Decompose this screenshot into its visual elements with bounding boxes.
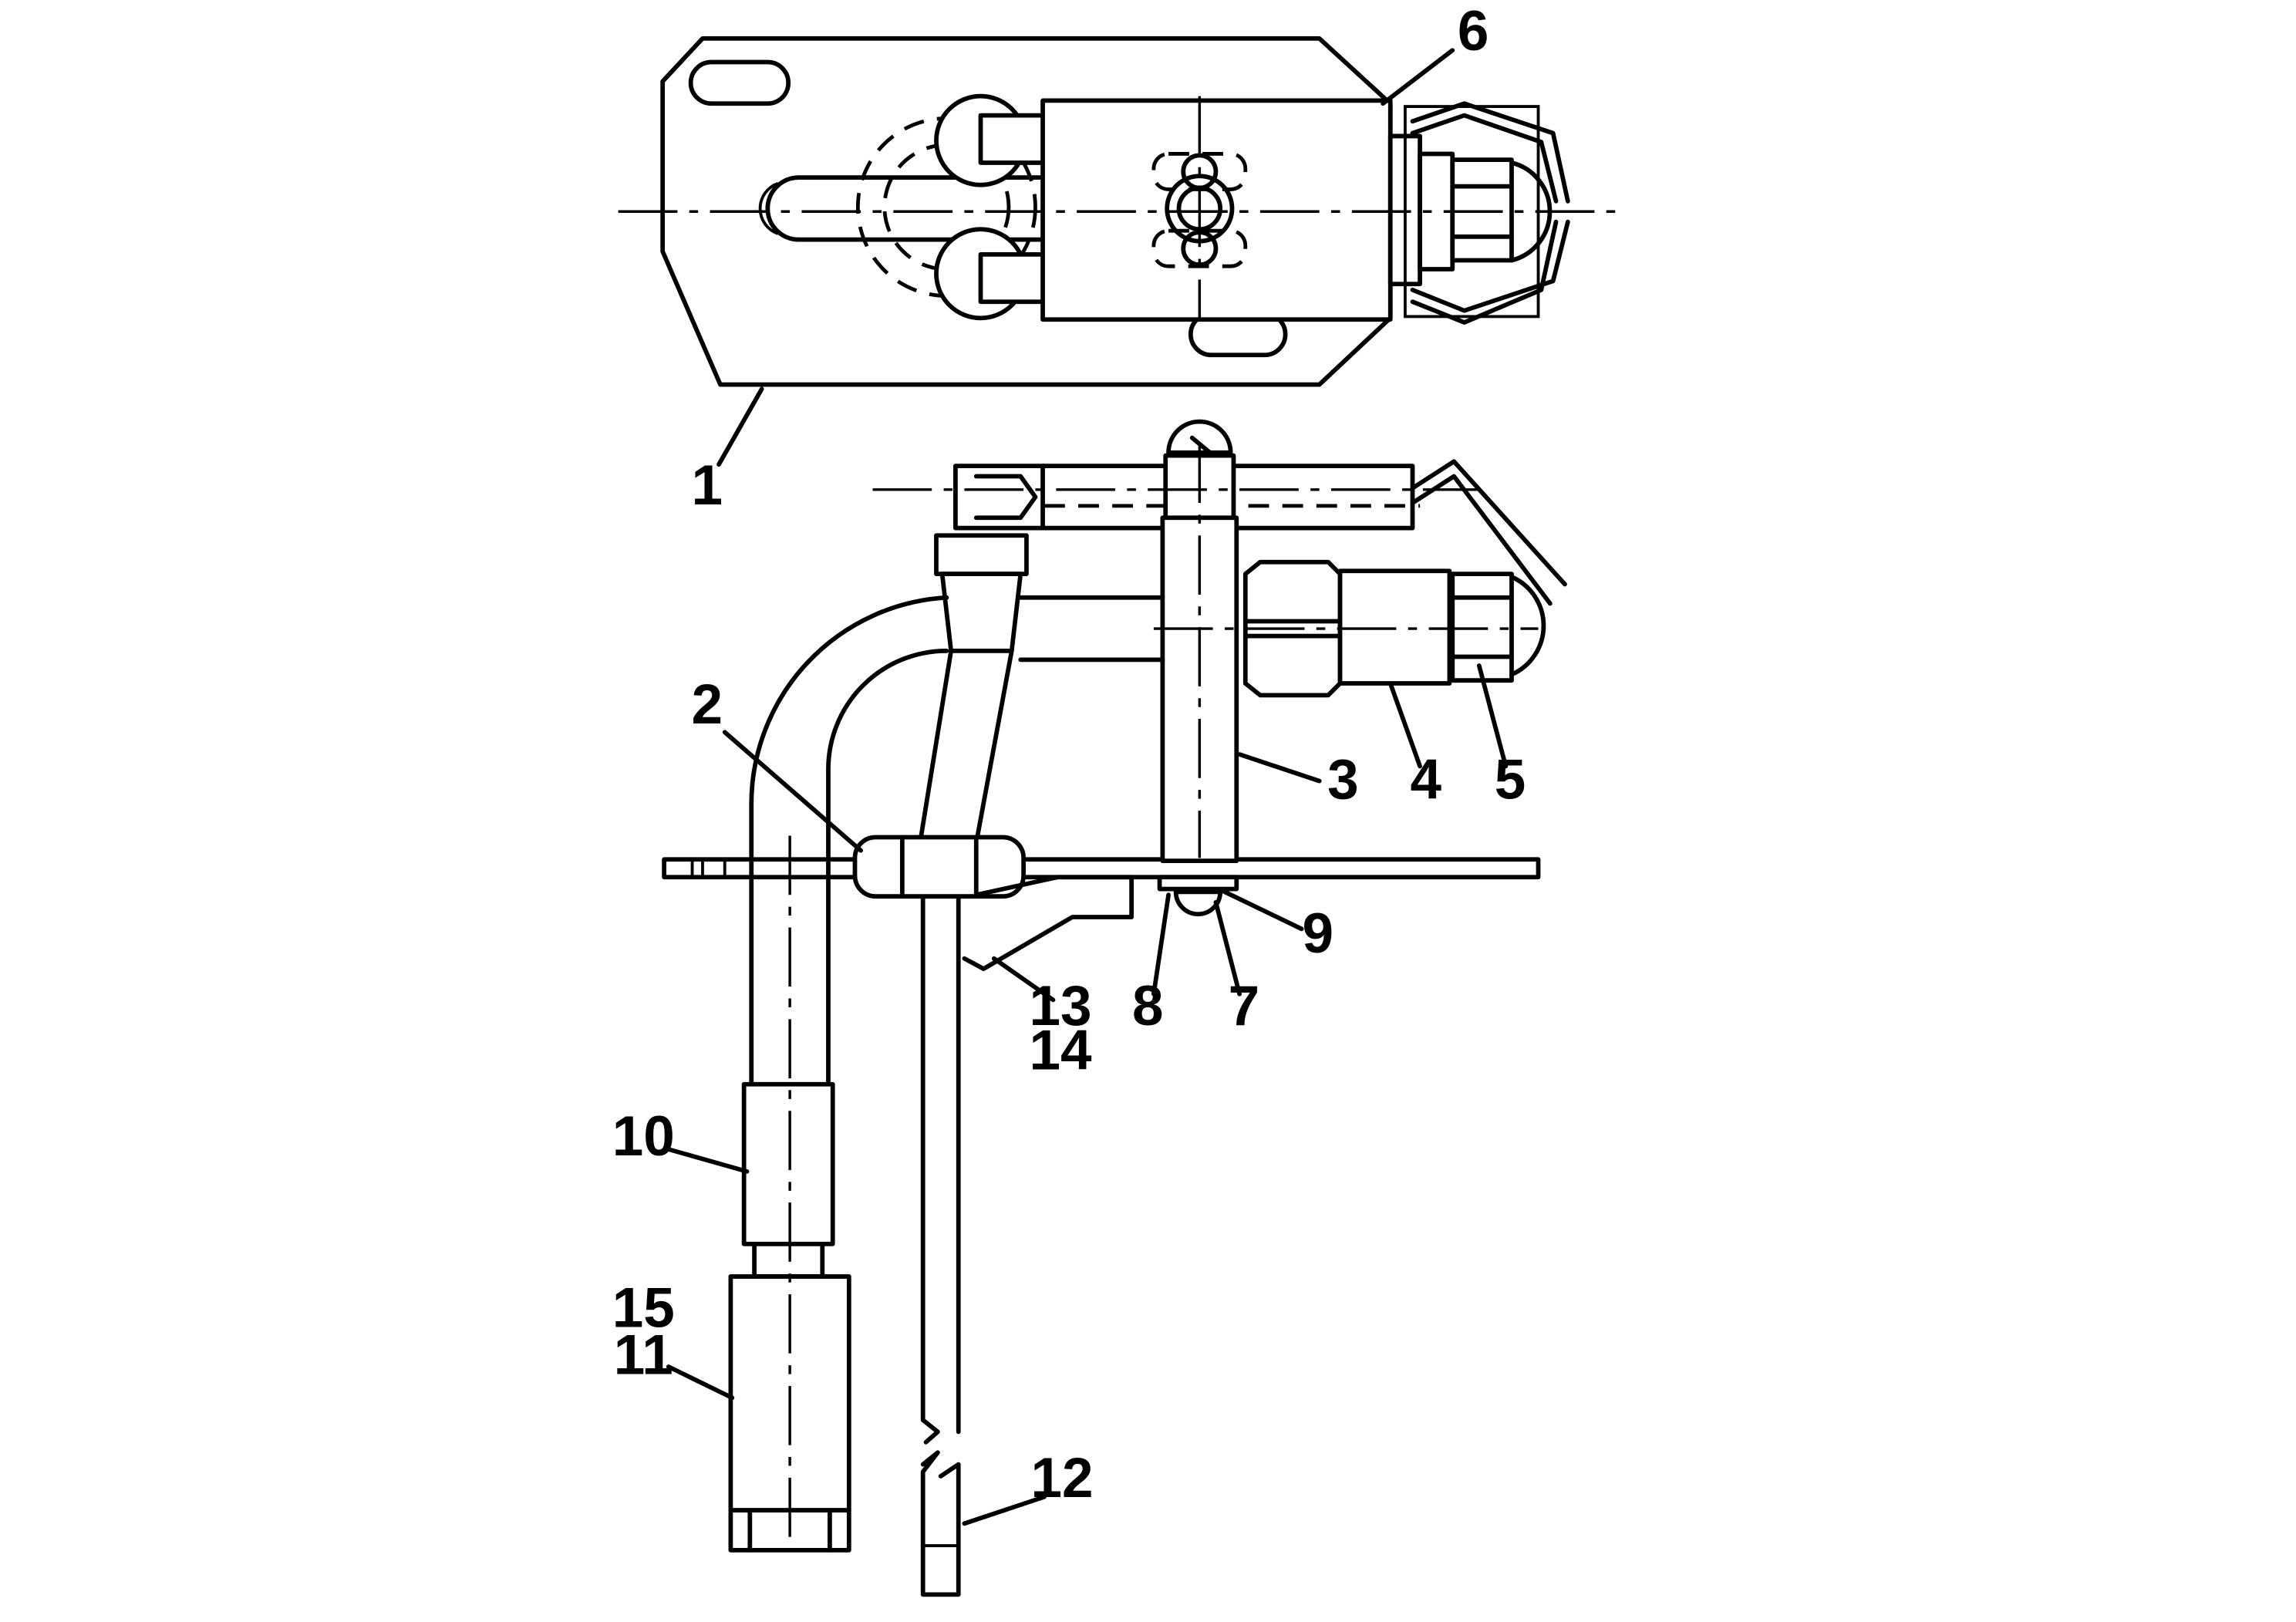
tube-nut (741, 1081, 835, 1246)
callouts: 1 6 2 3 4 5 9 13 8 7 14 10 15 11 12 (612, 0, 1526, 1509)
callout-13: 13 (1030, 975, 1092, 1037)
burner-body-top (1040, 98, 1393, 322)
upper-slot (688, 59, 791, 106)
side-view (662, 419, 1567, 1597)
callout-5: 5 (1495, 749, 1526, 811)
callout-9: 9 (1302, 902, 1333, 965)
leader-lines (666, 48, 1509, 1526)
mounting-plate (662, 857, 1541, 880)
callout-14: 14 (1030, 1020, 1093, 1082)
clamp (852, 835, 1026, 899)
callout-1: 1 (691, 454, 723, 517)
callout-12: 12 (1030, 1447, 1093, 1509)
callout-2: 2 (691, 673, 723, 736)
callout-6: 6 (1458, 0, 1489, 62)
callout-8: 8 (1132, 975, 1164, 1037)
callout-7: 7 (1229, 975, 1260, 1037)
callout-11: 11 (614, 1324, 673, 1387)
callout-15: 15 (612, 1276, 675, 1339)
top-view (618, 35, 1627, 387)
callout-4: 4 (1410, 749, 1441, 811)
bracket-plate (660, 35, 1393, 387)
callout-10: 10 (612, 1105, 675, 1168)
callout-3: 3 (1327, 749, 1359, 811)
